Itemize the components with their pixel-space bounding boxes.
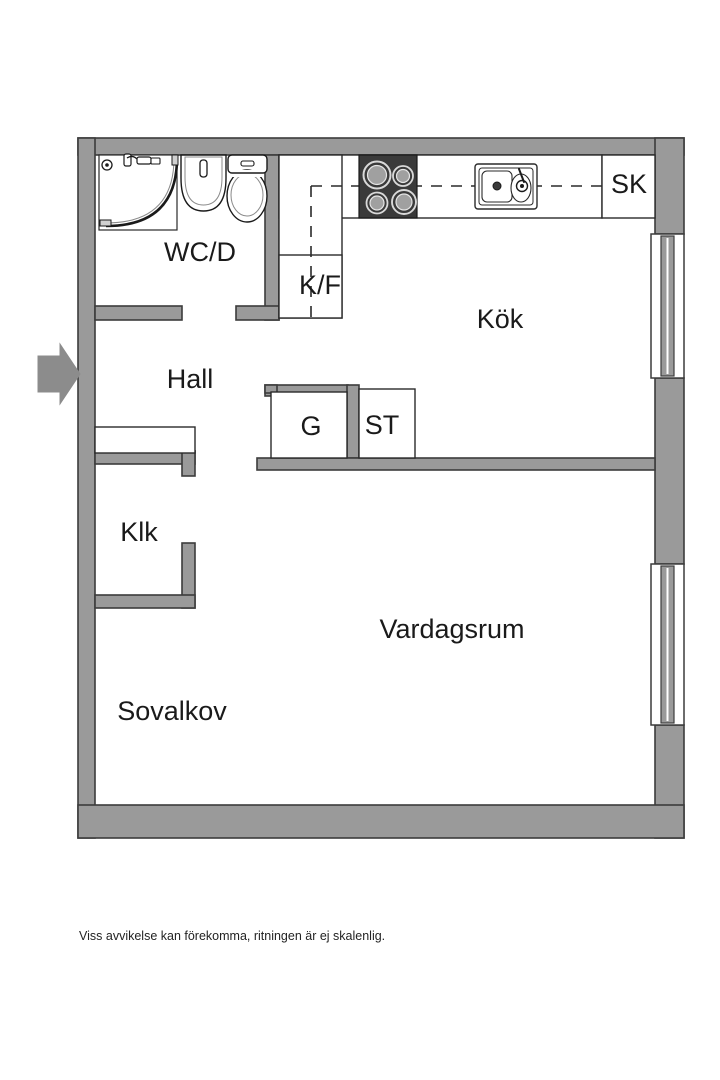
shower-door-hinge-top <box>171 154 179 166</box>
toilet-flush-button <box>240 160 255 167</box>
shower-floor-drain-center <box>105 163 109 167</box>
kitchen-sink-bowl-small <box>510 173 532 203</box>
room-label-st: ST <box>365 410 400 440</box>
wall-wcd-right <box>264 154 280 321</box>
window-group-2 <box>650 563 685 726</box>
outer-wall-bottom <box>77 804 685 839</box>
shower-door-curve <box>105 157 179 228</box>
shower-mixer-valve <box>123 153 132 167</box>
wall-main-divider <box>256 457 656 471</box>
wall-wcd-bottom-left <box>94 305 183 321</box>
kitchen-faucet-hole <box>520 184 524 188</box>
shower-cabin <box>98 153 179 231</box>
shower-floor-drain <box>101 159 113 171</box>
room-label-sk: SK <box>611 169 647 199</box>
stove-burner-ring-2 <box>392 165 414 187</box>
wash-basin <box>180 154 227 212</box>
window-group-1 <box>650 233 685 379</box>
shower-door-curve-inner <box>105 157 175 224</box>
outer-wall-top <box>77 137 685 156</box>
outer-wall-right-b <box>654 377 685 565</box>
stove-burner-ring-1 <box>362 160 392 190</box>
stove-burner-3 <box>369 195 385 211</box>
room-label-g: G <box>300 411 321 441</box>
shower-tray <box>98 154 178 231</box>
stove-burner-ring-4 <box>391 189 417 215</box>
stove-burner-4 <box>395 193 413 211</box>
disclaimer-text: Viss avvikelse kan förekomma, ritningen … <box>79 929 385 943</box>
room-label-klk: Klk <box>120 517 158 547</box>
shower-head-bar <box>136 156 152 165</box>
cabinet-sk <box>601 154 656 219</box>
stove-burner-1 <box>366 164 388 186</box>
wash-basin-bowl-inner <box>184 156 223 206</box>
wash-basin-faucet <box>199 159 208 178</box>
wall-klk-bottom <box>94 594 196 609</box>
wall-g-st-divider <box>346 384 360 459</box>
entrance-arrow <box>37 342 81 406</box>
plan-background <box>78 138 684 838</box>
room-label-kf: K/F <box>299 270 341 300</box>
kitchen-sink-drain <box>492 181 502 191</box>
room-label-vardagsrum: Vardagsrum <box>379 614 524 644</box>
room-labels: WC/D K/F Kök SK Hall G ST Klk Vardagsrum… <box>117 169 647 726</box>
stove-burner-ring-3 <box>365 191 389 215</box>
interior-walls <box>94 154 656 609</box>
stove-burner-2 <box>395 168 411 184</box>
room-label-sovalkov: Sovalkov <box>117 696 227 726</box>
outer-wall-right-a <box>654 137 685 235</box>
wall-wcd-bottom-right <box>235 305 280 321</box>
stove-cooktop <box>358 154 418 219</box>
wall-klk-top-jamb <box>181 450 196 477</box>
kitchen-faucet-spout <box>518 168 525 183</box>
room-label-hall: Hall <box>167 364 214 394</box>
outer-wall-left <box>77 137 96 839</box>
kitchen-sink <box>474 163 538 210</box>
toilet-bowl-inner <box>230 173 264 217</box>
entrance-arrow-shape <box>37 342 81 406</box>
room-label-kok: Kök <box>477 304 524 334</box>
outer-walls <box>77 137 685 839</box>
room-label-wc-d: WC/D <box>164 237 236 267</box>
toilet <box>226 154 268 223</box>
closet-g-box <box>270 391 348 459</box>
kitchen-faucet-base <box>515 179 529 193</box>
closet-st-box <box>358 388 416 459</box>
shelf-klk <box>94 426 196 454</box>
shower-door-hinge-bottom <box>99 219 112 227</box>
shower-shelf <box>150 157 161 165</box>
